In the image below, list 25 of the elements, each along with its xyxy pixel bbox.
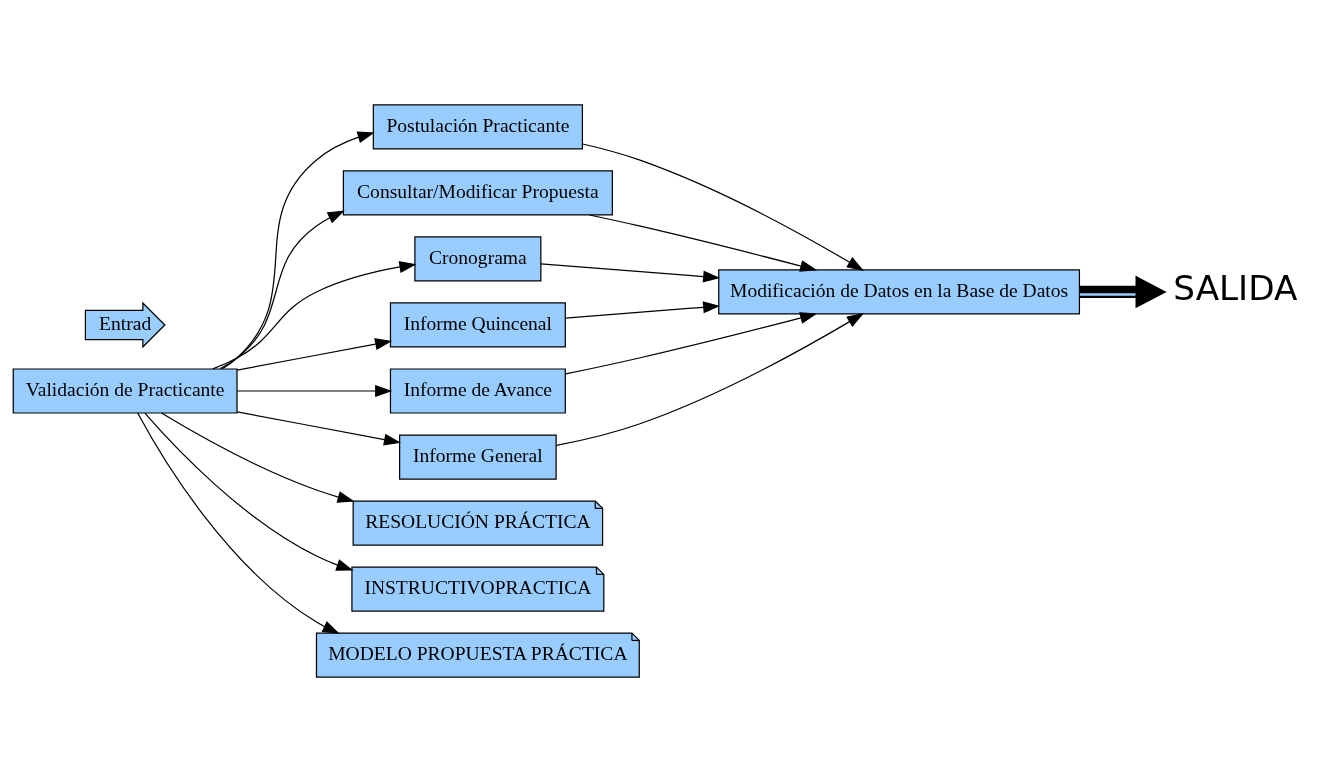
arrow — [540, 263, 721, 283]
node-box: Validación de Practicante — [12, 368, 238, 414]
arrow — [236, 338, 393, 371]
arrow — [221, 131, 375, 370]
arrow — [1079, 275, 1167, 309]
node-box: Informe de Avance — [389, 368, 566, 414]
arrow — [212, 261, 417, 370]
arrow — [564, 301, 721, 319]
node-box: Modificación de Datos en la Base de Datos — [718, 269, 1081, 315]
arrow — [555, 313, 864, 447]
arrow — [582, 143, 864, 271]
arrow — [160, 412, 355, 503]
node-box: Cronograma — [414, 236, 542, 282]
arrow — [236, 385, 393, 397]
node-box: Informe General — [399, 434, 557, 480]
arrow — [219, 210, 345, 370]
arrow — [588, 214, 818, 272]
node-text: SALIDA — [1173, 268, 1298, 309]
node-box: Informe Quincenal — [389, 302, 566, 348]
node-box: Postulación Practicante — [372, 104, 583, 150]
arrow — [236, 411, 402, 446]
arrow — [565, 312, 818, 375]
node-box: Consultar/Modificar Propuesta — [342, 170, 613, 216]
arrow — [144, 412, 354, 571]
arrow — [137, 412, 340, 634]
